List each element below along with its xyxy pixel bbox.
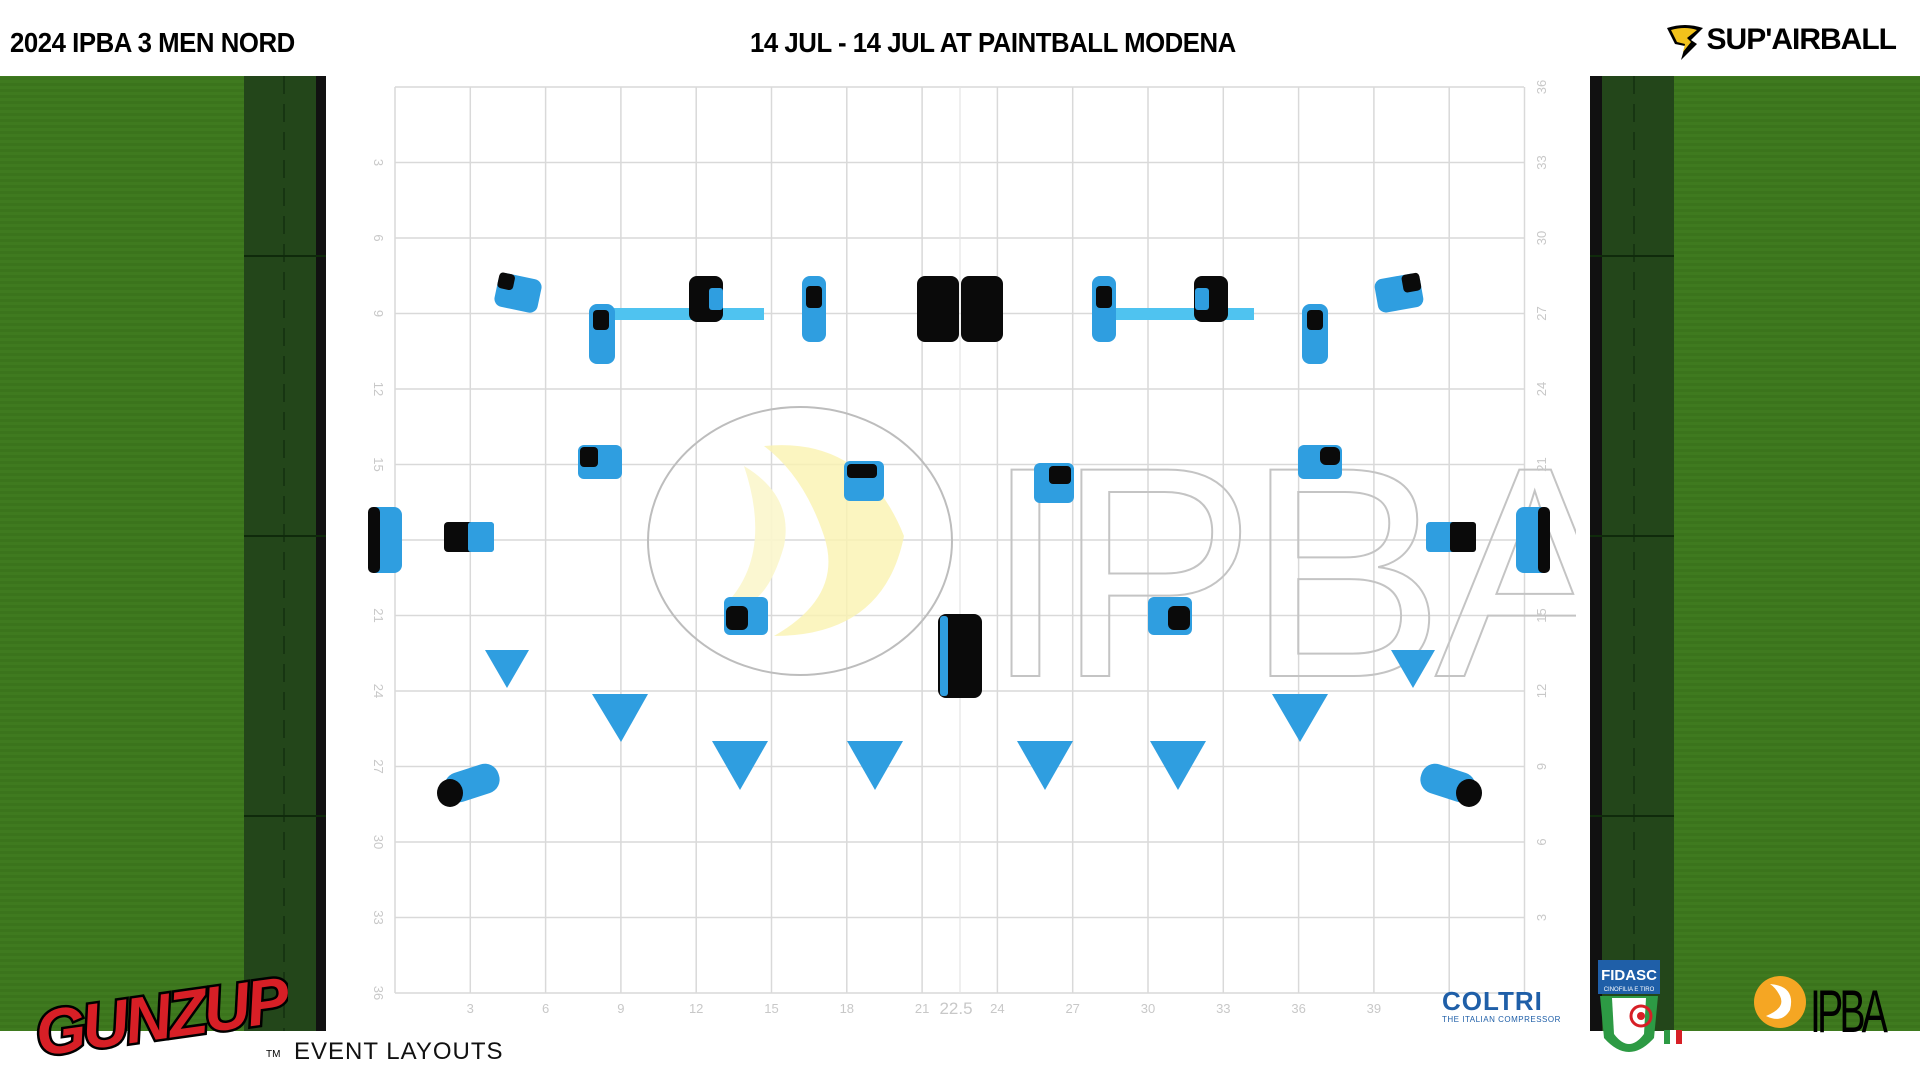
event-title: 2024 IPBA 3 MEN NORD <box>10 27 295 58</box>
supairball-emblem-icon <box>1666 25 1703 60</box>
fidasc-logo: FIDASC CINOFILIA E TIRO <box>1598 960 1682 1052</box>
y-tick-label-left: 36 <box>371 986 386 1000</box>
y-tick-label-left: 33 <box>371 910 386 924</box>
y-tick-label-right: 30 <box>1534 231 1549 245</box>
watermark-text: IPBA <box>984 404 1576 740</box>
x-tick-label: 30 <box>1141 1001 1155 1016</box>
gunzup-logo: GUNZUP! TM <box>29 958 288 1067</box>
bunker-can-right-mid <box>1298 445 1342 479</box>
y-tick-label-right: 15 <box>1534 608 1549 622</box>
bunker-triangle-7 <box>1272 694 1328 742</box>
x-tick-label: 12 <box>689 1001 703 1016</box>
net-right <box>1590 76 1674 1031</box>
center-line-label: 22.5 <box>939 999 972 1018</box>
fidasc-name: FIDASC <box>1601 967 1657 984</box>
bunker-triangle-6 <box>1150 741 1206 790</box>
event-layouts-label: EVENT LAYOUTS <box>294 1038 504 1065</box>
bunker-can-center-left <box>844 461 884 501</box>
x-tick-label: 15 <box>764 1001 778 1016</box>
bunker-can-right-flank <box>1426 522 1476 552</box>
bunker-can-center-right <box>1034 463 1074 503</box>
y-tick-label-left: 3 <box>371 159 386 166</box>
y-tick-label-right: 24 <box>1534 382 1549 396</box>
y-tick-label-right: 12 <box>1534 684 1549 698</box>
grass-right <box>1660 76 1920 1031</box>
y-tick-label-right: 21 <box>1534 457 1549 471</box>
ipba-footer-logo: IPBA <box>1754 976 1892 1038</box>
y-tick-label-right: 33 <box>1534 155 1549 169</box>
x-tick-label: 36 <box>1291 1001 1305 1016</box>
bunker-triangle-3 <box>712 741 768 790</box>
bunker-triangle-1 <box>485 650 529 688</box>
y-tick-label-left: 24 <box>371 684 386 698</box>
x-tick-label: 6 <box>542 1001 549 1016</box>
ipba-watermark: IPBA <box>647 403 1646 741</box>
x-tick-label: 27 <box>1065 1001 1079 1016</box>
grass-left <box>0 76 260 1031</box>
bunker-center-block <box>938 614 982 698</box>
y-tick-label-right: 3 <box>1534 914 1549 921</box>
bunker-small-left-top <box>494 272 542 313</box>
brand-name: SUP'AIRBALL <box>1706 23 1897 56</box>
x-tick-label: 3 <box>467 1001 474 1016</box>
bunker-snake-right-pole <box>1092 276 1328 364</box>
bunker-cake-center-top <box>917 276 1003 342</box>
bunker-cylinder-left <box>437 763 500 807</box>
gunzup-text: GUNZUP! <box>31 961 288 1067</box>
y-tick-label-left: 21 <box>371 608 386 622</box>
x-tick-label: 21 <box>915 1001 929 1016</box>
ipba-footer-text: IPBA <box>1810 978 1888 1038</box>
net-left <box>244 76 328 1031</box>
fidasc-sub: CINOFILIA E TIRO <box>1604 987 1655 993</box>
y-tick-label-left: 27 <box>371 759 386 773</box>
bunker-can-lower-right <box>1148 597 1192 635</box>
supairball-logo: SUP'AIRBALL <box>1663 18 1897 62</box>
y-tick-label-right: 9 <box>1534 763 1549 770</box>
event-date-location: 14 JUL - 14 JUL AT PAINTBALL MODENA <box>750 27 1236 58</box>
gunzup-tm: TM <box>266 1049 280 1060</box>
x-tick-label: 18 <box>840 1001 854 1016</box>
bunker-small-right-top <box>1374 272 1424 313</box>
header-bar: 2024 IPBA 3 MEN NORD 14 JUL - 14 JUL AT … <box>0 0 1920 76</box>
y-tick-label-right: 27 <box>1534 306 1549 320</box>
y-tick-label-left: 12 <box>371 382 386 396</box>
y-tick-label-left: 6 <box>371 234 386 241</box>
field-grid <box>394 86 1526 994</box>
y-tick-label-left: 15 <box>371 457 386 471</box>
bunker-triangle-5 <box>1017 741 1073 790</box>
bunker-can-left-flank <box>444 522 494 552</box>
footer-bar <box>0 1031 1920 1080</box>
y-tick-label-right: 36 <box>1534 80 1549 94</box>
coltri-logo: COLTRI THE ITALIAN COMPRESSOR <box>1442 986 1561 1024</box>
y-tick-label-right: 6 <box>1534 838 1549 845</box>
bunkers <box>368 272 1550 807</box>
bunker-triangle-2 <box>592 694 648 742</box>
bunker-tower-right-wall <box>1516 507 1550 573</box>
y-tick-label-left: 30 <box>371 835 386 849</box>
bunker-triangle-8 <box>1391 650 1435 688</box>
bunker-tower-left-wall <box>368 507 402 573</box>
x-tick-label: 39 <box>1367 1001 1381 1016</box>
x-tick-label: 9 <box>617 1001 624 1016</box>
x-tick-label: 33 <box>1216 1001 1230 1016</box>
bunker-cylinder-right <box>1420 763 1482 807</box>
coltri-name: COLTRI <box>1442 986 1543 1016</box>
x-tick-label: 24 <box>990 1001 1004 1016</box>
bunker-can-left-mid <box>578 445 622 479</box>
bunker-can-lower-left <box>724 597 768 635</box>
bunker-triangle-4 <box>847 741 903 790</box>
coltri-tagline: THE ITALIAN COMPRESSOR <box>1442 1015 1561 1024</box>
y-axis-labels-right: 363330272421181512963 <box>1534 80 1549 921</box>
y-tick-label-left: 9 <box>371 310 386 317</box>
bunker-snake-left-pole <box>589 276 826 364</box>
